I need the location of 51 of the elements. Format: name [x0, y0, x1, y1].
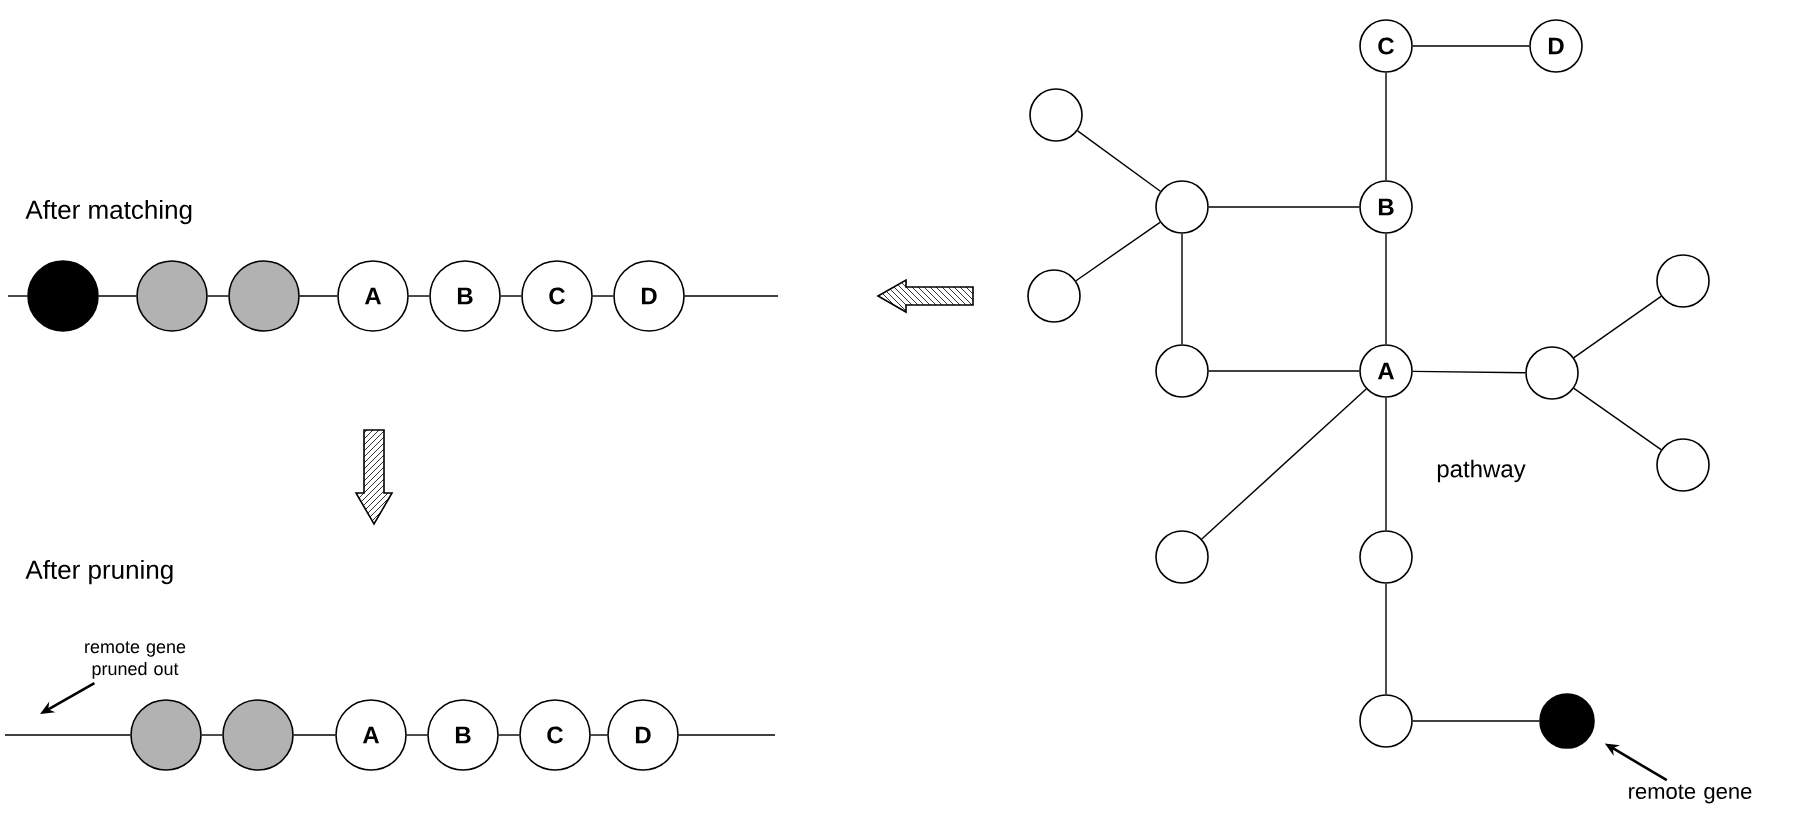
connector-line	[684, 295, 779, 297]
connector-line	[678, 734, 776, 736]
connector-line	[1573, 387, 1662, 451]
gene-circle	[1155, 180, 1209, 234]
connector-line	[1412, 45, 1530, 47]
connector-line	[1181, 233, 1183, 345]
connector-line	[1385, 583, 1387, 695]
connector-line	[1208, 370, 1360, 372]
annotation-text: remote gene	[1629, 784, 1752, 804]
connector-line	[98, 295, 137, 297]
gene-circle	[1029, 88, 1083, 142]
connector-line	[1385, 397, 1387, 531]
gene-circle	[1656, 254, 1710, 308]
gene-circle	[136, 260, 208, 332]
connector-line	[590, 734, 608, 736]
annotation-text: remote gene pruned out	[85, 641, 186, 679]
connector-line	[293, 734, 336, 736]
connector-line	[406, 734, 428, 736]
gene-circle	[1359, 530, 1413, 584]
connector-line	[1075, 221, 1161, 282]
connector-line	[500, 295, 522, 297]
gene-circle	[222, 699, 294, 771]
connector-line	[1076, 130, 1162, 192]
connector-line	[207, 295, 229, 297]
gene-circle	[1359, 694, 1413, 748]
gene-circle	[130, 699, 202, 771]
connector-line	[7, 295, 28, 297]
connector-line	[201, 734, 223, 736]
gene-circle	[1027, 269, 1081, 323]
connector-line	[408, 295, 430, 297]
connector-line	[1208, 206, 1360, 208]
connector-line	[4, 734, 131, 736]
connector-line	[1385, 233, 1387, 345]
gene-circle	[1155, 344, 1209, 398]
panel-label: After matching	[25, 199, 192, 225]
connector-line	[1573, 295, 1662, 359]
gene-circle	[1155, 530, 1209, 584]
panel-label: pathway	[1437, 459, 1526, 483]
panel-label: After pruning	[25, 559, 173, 585]
connector-line	[498, 734, 520, 736]
connector-line	[299, 295, 338, 297]
connector-line	[1412, 720, 1540, 722]
connector-line	[1412, 370, 1526, 374]
connector-line	[1201, 388, 1367, 540]
gene-circle	[1525, 346, 1579, 400]
gene-circle	[1656, 438, 1710, 492]
connector-line	[1385, 72, 1387, 181]
connector-line	[592, 295, 614, 297]
gene-circle	[1539, 693, 1595, 749]
gene-circle	[27, 260, 99, 332]
gene-circle	[228, 260, 300, 332]
